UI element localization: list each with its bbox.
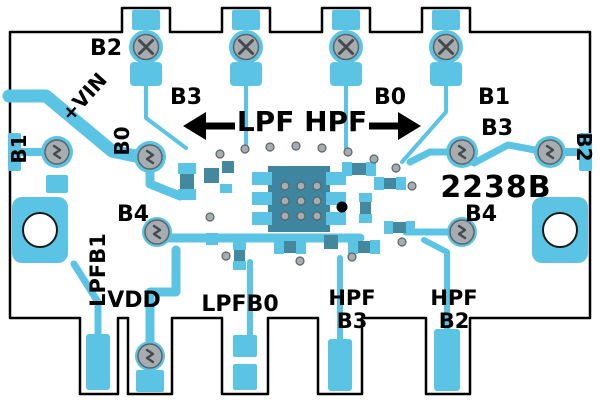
label-filter-arrow: LPF HPF [237,105,367,138]
ic-footprint [252,166,346,232]
vin-trace [2,89,147,164]
pad-vdd [135,341,165,371]
label-b2-right: B2 [572,132,596,161]
pad-b0-top [329,30,363,64]
pad-b1-left [41,136,73,168]
label-hpf2-bottom: B2 [439,309,470,333]
label-vdd: VDD [107,288,161,313]
pad-b3-top [229,30,263,64]
label-hpf2-top: HPF [430,286,477,310]
thermal-via-grid [280,181,322,221]
label-b2-top: B2 [90,36,122,61]
via-dots [205,141,417,266]
label-part-number: 2238B [440,170,551,205]
mounting-pad-left [12,197,68,263]
pad-b4-left [142,217,172,247]
label-b3-right: B3 [481,116,513,141]
label-b1-left: B1 [7,134,31,163]
through-hole-pads [41,30,566,371]
label-b4-left: B4 [117,202,149,227]
label-hpf3-bottom: B3 [337,309,368,333]
label-lpfb0: LPFB0 [201,292,278,317]
pad-b4-right [447,217,477,247]
smd-components [178,161,415,270]
label-hpf3-top: HPF [328,286,375,310]
vdd-trace [145,245,181,348]
mounting-pad-right [532,197,588,263]
mounting-hole-icon [542,212,578,248]
pin1-marker-icon [336,201,348,213]
edge-copper-pads [8,10,592,392]
label-b3-top: B3 [170,85,202,110]
mounting-hole-icon [22,212,58,248]
pad-b3-right [446,136,478,168]
pad-b1-top [429,30,463,64]
pad-b0-left [134,141,166,173]
label-b0-left: B0 [110,126,134,155]
arrowhead-right-icon [398,112,421,140]
label-lpfb1: LPFB1 [86,233,110,307]
arrowhead-left-icon [183,112,206,140]
label-b1-top: B1 [478,85,510,110]
label-b4-right: B4 [465,202,497,227]
lpf-hpf-arrow: LPF HPF [183,105,421,140]
label-b0-top: B0 [374,85,406,110]
pad-b2-top [129,30,163,64]
pad-b2-right [534,136,566,168]
